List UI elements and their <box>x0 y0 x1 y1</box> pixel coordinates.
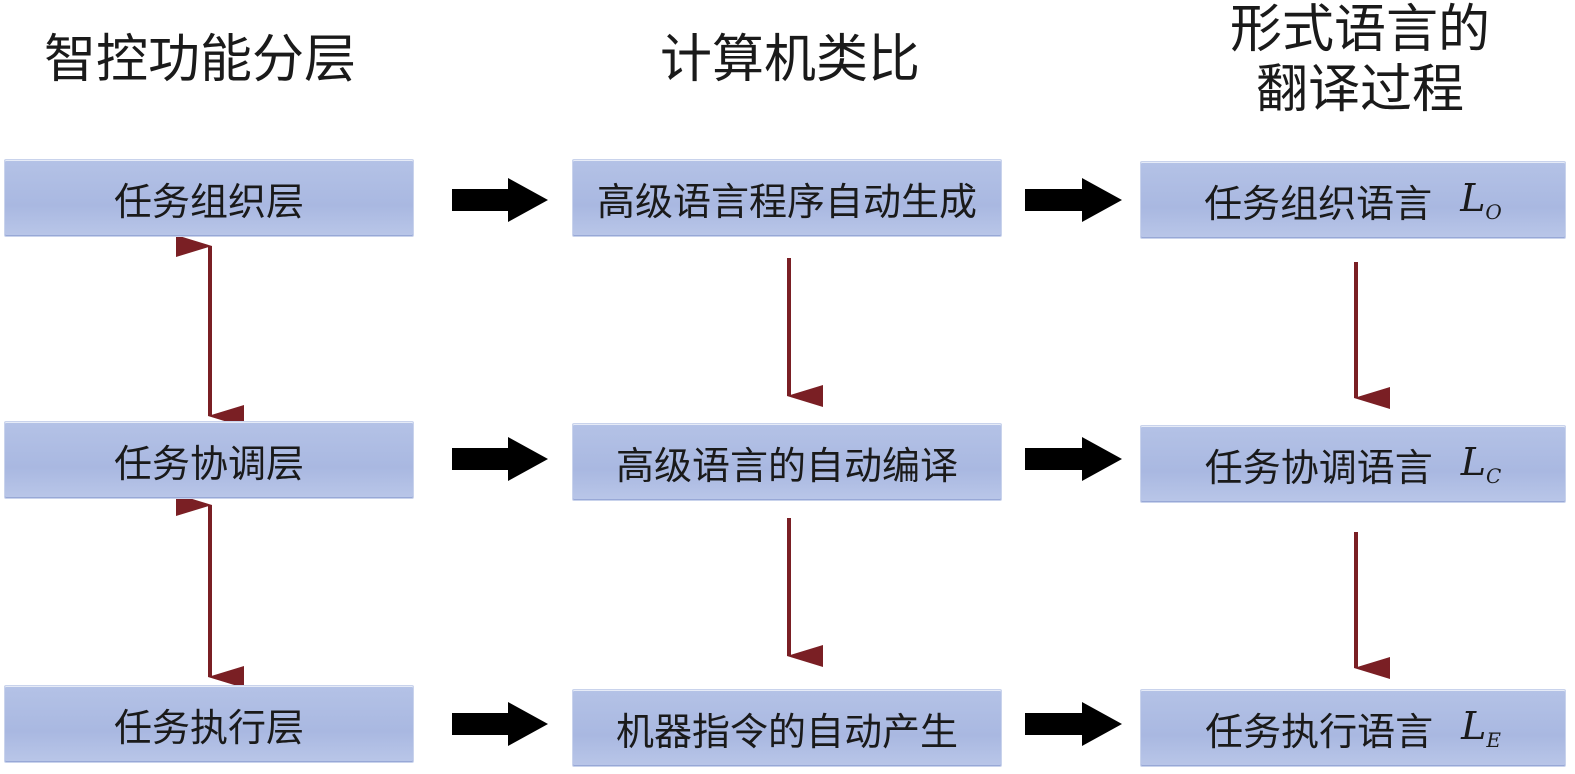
box-label: 高级语言的自动编译 <box>615 443 958 488</box>
right-arrow-icon <box>1025 702 1122 746</box>
right-arrow-icon <box>452 437 548 481</box>
box-high-level-program-generation: 高级语言程序自动生成 <box>572 159 1002 237</box>
box-label: 任务执行层 <box>113 705 304 750</box>
box-label: 任务协调语言 <box>1204 445 1433 490</box>
box-label: 任务组织层 <box>113 179 304 224</box>
box-task-execution-layer: 任务执行层 <box>4 685 414 763</box>
box-label: 任务执行语言 <box>1205 709 1434 754</box>
box-task-organization-layer: 任务组织层 <box>4 159 414 237</box>
right-arrow-icon <box>452 178 548 222</box>
box-machine-instruction-generation: 机器指令的自动产生 <box>572 689 1002 767</box>
box-label: 任务协调层 <box>113 441 304 486</box>
header-line-2: 翻译过程 <box>1255 60 1464 120</box>
box-label: 机器指令的自动产生 <box>615 709 958 754</box>
box-label: 任务组织语言 <box>1204 181 1433 226</box>
header-line-1: 形式语言的 <box>1229 0 1490 60</box>
language-symbol-lc: LC <box>1460 440 1502 488</box>
right-arrow-icon <box>1025 178 1122 222</box>
box-task-coordination-layer: 任务协调层 <box>4 421 414 499</box>
box-task-organization-language: 任务组织语言 LO <box>1140 161 1566 239</box>
language-symbol-le: LE <box>1461 704 1501 752</box>
header-formal-language-translation: 形式语言的 翻译过程 <box>1150 0 1570 120</box>
box-high-level-compilation: 高级语言的自动编译 <box>572 423 1002 501</box>
box-task-execution-language: 任务执行语言 LE <box>1140 689 1566 767</box>
header-intelligent-control-layers: 智控功能分层 <box>43 30 356 90</box>
right-arrow-icon <box>452 702 548 746</box>
right-arrow-icon <box>1025 437 1122 481</box>
box-label: 高级语言程序自动生成 <box>596 179 977 224</box>
header-computer-analogy: 计算机类比 <box>659 30 920 90</box>
language-symbol-lo: LO <box>1460 176 1502 224</box>
box-task-coordination-language: 任务协调语言 LC <box>1140 425 1566 503</box>
